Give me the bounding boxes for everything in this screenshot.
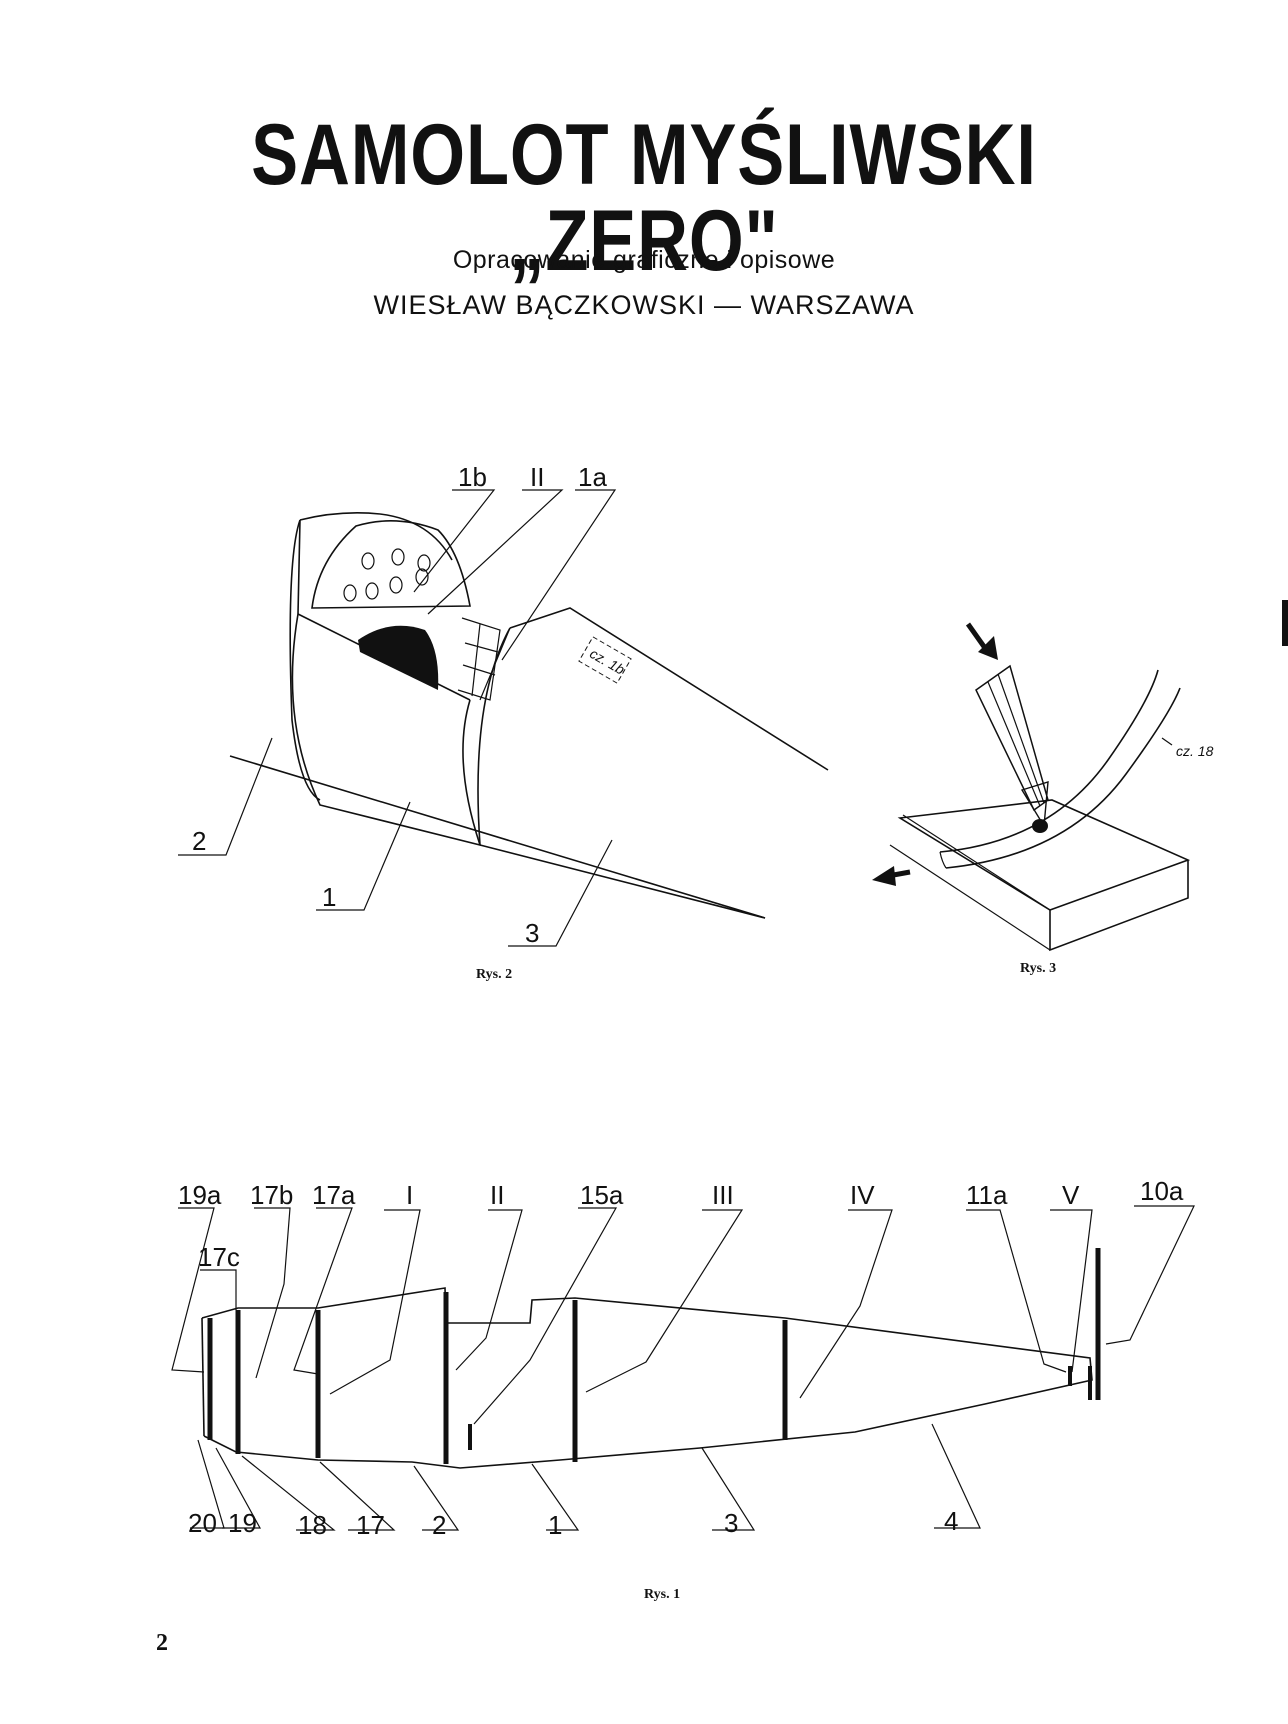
subtitle: Opracowanie graficzne i opisowe <box>452 246 836 274</box>
label-3: 3 <box>724 1508 738 1538</box>
label-1b: 1b <box>458 462 487 492</box>
caption-rys2: Rys. 2 <box>476 967 512 982</box>
decal-text: cz. 1b <box>587 645 628 678</box>
pencil-drawing: cz. 18 Rys. 3 <box>872 622 1214 976</box>
cockpit-drawing: cz. 1b 1b II 1a 2 1 3 Rys. 2 <box>178 462 829 982</box>
label-15a: 15a <box>580 1180 624 1210</box>
left-arrow-icon <box>872 866 911 886</box>
label-20: 20 <box>188 1508 217 1538</box>
label-18: 18 <box>298 1510 327 1540</box>
down-arrow-icon <box>965 622 998 660</box>
label-2: 2 <box>432 1510 446 1540</box>
label-1: 1 <box>322 882 336 912</box>
label-17b: 17b <box>250 1180 293 1210</box>
label-V: V <box>1062 1180 1080 1210</box>
label-I: I <box>406 1180 413 1210</box>
caption-rys3: Rys. 3 <box>1020 961 1056 976</box>
label-IV: IV <box>850 1180 875 1210</box>
label-II: II <box>530 462 544 492</box>
label-III: III <box>712 1180 734 1210</box>
label-17a: 17a <box>312 1180 356 1210</box>
label-1: 1 <box>548 1510 562 1540</box>
part-label-cz18: cz. 18 <box>1176 743 1214 759</box>
label-10a: 10a <box>1140 1176 1184 1206</box>
label-17: 17 <box>356 1510 385 1540</box>
decal-marker: cz. 1b <box>578 636 632 684</box>
instrument-gauges <box>343 548 431 602</box>
label-19: 19 <box>228 1508 257 1538</box>
scan-edge-mark <box>1282 600 1288 646</box>
label-1a: 1a <box>578 462 607 492</box>
author-line: WIESŁAW BĄCZKOWSKI — WARSZAWA <box>373 290 915 320</box>
page-number: 2 <box>156 1630 168 1656</box>
label-2: 2 <box>192 826 206 856</box>
label-4: 4 <box>944 1506 958 1536</box>
fuselage-drawing: 19a 17b 17a I II 15a III IV 11a V 10a 17… <box>171 1176 1195 1602</box>
label-19a: 19a <box>178 1180 222 1210</box>
label-3: 3 <box>525 918 539 948</box>
label-II: II <box>490 1180 504 1210</box>
pencil-icon <box>975 664 1049 833</box>
page-title: SAMOLOT MYŚLIWSKI „ZERO" <box>251 107 1037 289</box>
label-17c: 17c <box>198 1242 240 1272</box>
label-11a: 11a <box>966 1180 1008 1210</box>
caption-rys1: Rys. 1 <box>644 1587 680 1602</box>
